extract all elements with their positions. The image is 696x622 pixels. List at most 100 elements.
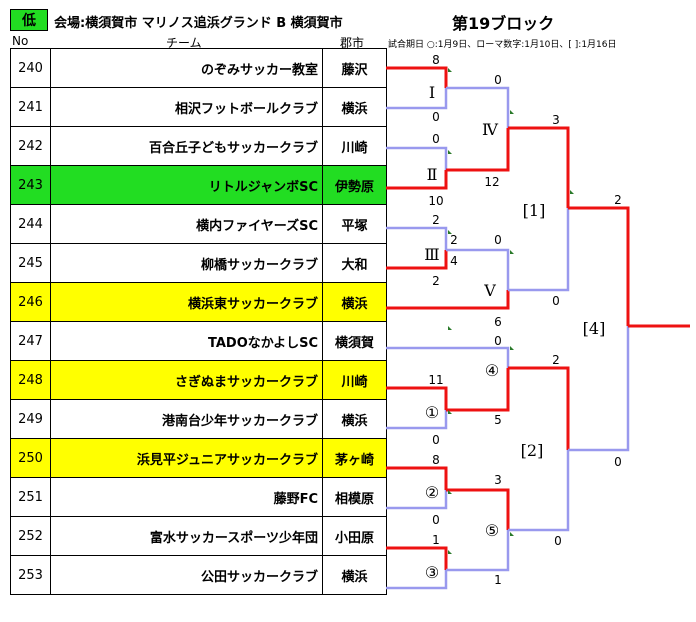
score-245: 2 — [432, 274, 440, 288]
team-no: 242 — [10, 126, 51, 166]
score-253: 1 — [494, 573, 502, 587]
bracket-line-s2-top — [508, 366, 570, 450]
score-243: 10 — [428, 194, 443, 208]
score-s1-top: 3 — [552, 113, 560, 127]
score-final-top: 2 — [614, 193, 622, 207]
bracket-line-s1-top — [508, 126, 570, 208]
match-label-1: ① — [425, 403, 439, 422]
team-no: 249 — [10, 399, 51, 439]
team-city: 横須賀 — [322, 321, 387, 361]
score-s2-bottom: 0 — [614, 455, 622, 469]
team-city: 横浜 — [322, 399, 387, 439]
team-no: 250 — [10, 438, 51, 478]
team-no: 247 — [10, 321, 51, 361]
pk-score-244: 2 — [450, 233, 458, 247]
team-name: 公田サッカークラブ — [50, 555, 323, 595]
schedule-legend: 試合期日 ○:1月9日、ローマ数字:1月10日、[ ]:1月16日 — [388, 40, 617, 50]
score-250: 8 — [432, 453, 440, 467]
team-city: 大和 — [322, 243, 387, 283]
score-241: 0 — [432, 110, 440, 124]
score-d-bottom: 5 — [494, 413, 502, 427]
venue-title: 会場:横須賀市 マリノス追浜グランド B 横須賀市 — [54, 16, 343, 31]
score-242: 0 — [432, 132, 440, 146]
score-248: 11 — [428, 373, 443, 387]
score-marker — [448, 230, 452, 234]
team-name: 百合丘子どもサッカークラブ — [50, 126, 323, 166]
team-name: 横浜東サッカークラブ — [50, 282, 323, 322]
score-v-bottom: 6 — [494, 315, 502, 329]
bracket-line-final-top — [568, 206, 630, 326]
score-marker — [570, 190, 574, 194]
bracket-line-e-bottom — [446, 530, 510, 572]
team-city: 伊勢原 — [322, 165, 387, 205]
team-no: 248 — [10, 360, 51, 400]
team-no: 253 — [10, 555, 51, 595]
bracket-line-253 — [386, 570, 448, 590]
match-label-s1: [1] — [523, 201, 546, 220]
score-252: 1 — [432, 533, 440, 547]
bracket-line-s1-bottom — [508, 208, 570, 292]
score-marker — [448, 550, 452, 554]
bracket-line-e-top — [446, 488, 510, 530]
match-label-II: Ⅱ — [427, 165, 438, 184]
team-city: 川崎 — [322, 360, 387, 400]
score-iv-bottom: 12 — [484, 175, 499, 189]
score-marker — [510, 532, 514, 536]
team-name: リトルジャンボSC — [50, 165, 323, 205]
team-no: 252 — [10, 516, 51, 556]
match-label-III: Ⅲ — [424, 245, 439, 264]
match-label-4: ④ — [485, 361, 499, 380]
team-name: 浜見平ジュニアサッカークラブ — [50, 438, 323, 478]
team-city: 川崎 — [322, 126, 387, 166]
score-s2-top: 2 — [552, 353, 560, 367]
bracket-line-252 — [386, 546, 448, 570]
column-header-no: No — [12, 34, 29, 48]
score-marker — [510, 346, 514, 350]
score-marker — [510, 250, 514, 254]
bracket-line-241 — [386, 88, 448, 110]
score-e-top: 3 — [494, 473, 502, 487]
score-244: 2 — [432, 213, 440, 227]
bracket-line-248 — [386, 386, 448, 410]
bracket-line-v-top — [446, 248, 510, 290]
team-city: 平塚 — [322, 204, 387, 244]
team-no: 245 — [10, 243, 51, 283]
match-label-IV: Ⅳ — [482, 120, 499, 139]
team-no: 241 — [10, 87, 51, 127]
bracket-line-245 — [386, 250, 448, 270]
level-badge: 低 — [10, 9, 48, 31]
score-d-top: 0 — [494, 334, 502, 348]
score-249: 0 — [432, 433, 440, 447]
bracket-line-d-bottom — [446, 368, 510, 412]
team-city: 横浜 — [322, 282, 387, 322]
score-s1-bottom: 0 — [552, 294, 560, 308]
score-251: 0 — [432, 513, 440, 527]
bracket-line-250 — [386, 466, 448, 490]
bracket-line-v-bottom — [386, 290, 510, 310]
match-label-3: ③ — [425, 563, 439, 582]
score-iv-top: 0 — [494, 73, 502, 87]
match-label-5: ⑤ — [485, 521, 499, 540]
score-240: 8 — [432, 53, 440, 67]
bracket-line-243 — [386, 170, 448, 190]
score-marker — [448, 326, 452, 330]
score-v-top: 0 — [494, 233, 502, 247]
bracket-line-242 — [386, 146, 448, 170]
team-city: 相模原 — [322, 477, 387, 517]
bracket-line-240 — [386, 66, 448, 88]
score-marker — [448, 410, 452, 414]
team-city: 横浜 — [322, 555, 387, 595]
bracket-line-249 — [386, 410, 448, 430]
score-marker — [448, 150, 452, 154]
block-title: 第19ブロック — [452, 14, 555, 33]
